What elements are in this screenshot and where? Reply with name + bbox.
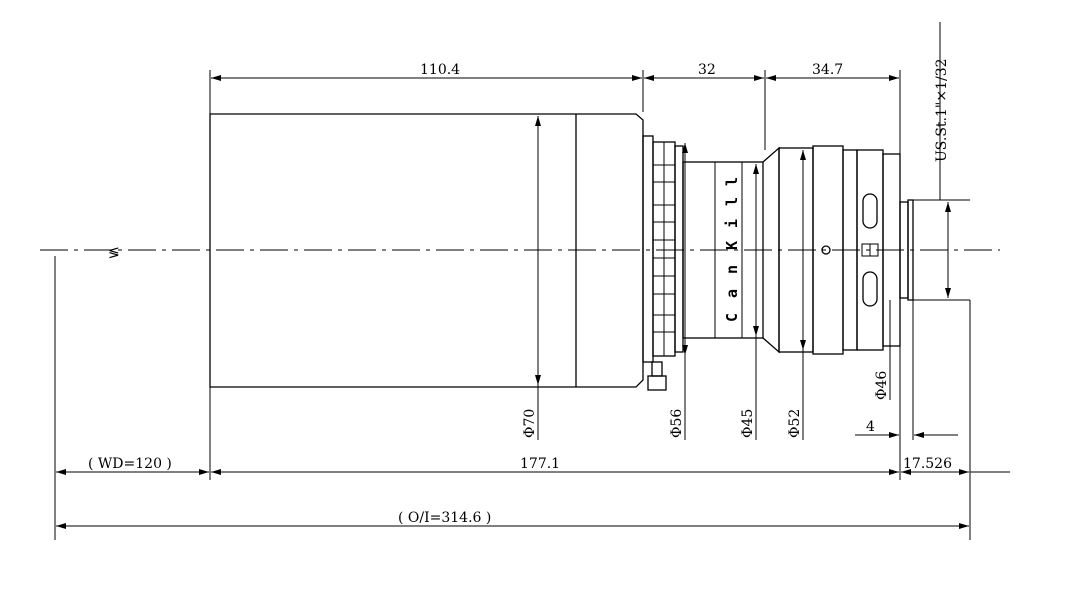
svg-text:110.4: 110.4 [420,62,460,78]
dim-object-to-image: ( O/I=314.6 ) [56,510,969,529]
front-section [842,149,970,351]
svg-text:Φ46: Φ46 [874,371,890,400]
dim-front-length: 34.7 [766,62,899,81]
svg-text:32: 32 [698,62,716,78]
dim-dia-70: Φ70 [522,116,541,440]
dim-working-distance: ( WD=120 ) [56,456,209,475]
dim-dia-52: Φ52 [787,150,806,440]
dim-thread: US.St.1"×1/32 [934,58,950,162]
svg-text:Φ52: Φ52 [787,409,803,438]
svg-text:Φ45: Φ45 [740,409,756,438]
brand-text: C a n K i l l [723,177,741,322]
svg-text:4: 4 [866,419,875,435]
svg-text:34.7: 34.7 [812,62,843,78]
extension-lines [54,22,971,540]
svg-text:l: l [723,177,741,186]
svg-text:C: C [723,313,741,322]
svg-text:Φ56: Φ56 [669,409,685,438]
break-symbol: ≶ [108,245,120,261]
dim-dia-46: Φ46 [874,202,951,400]
dim-flange-4: 4 [855,300,958,440]
dim-back-focal: 17.526 [901,456,1010,475]
dim-dia-45: Φ45 [740,164,759,440]
mount-coupler [642,135,684,391]
svg-text:177.1: 177.1 [520,456,560,472]
svg-text:i: i [723,219,741,228]
svg-text:17.526: 17.526 [903,456,952,472]
svg-text:Φ70: Φ70 [522,409,538,438]
svg-text:( WD=120 ): ( WD=120 ) [88,456,172,472]
dim-total-length: 177.1 [211,456,899,475]
svg-text:a: a [723,289,741,298]
svg-text:( O/I=314.6 ): ( O/I=314.6 ) [398,510,491,526]
svg-text:n: n [723,265,741,274]
dim-body-length: 110.4 [211,62,642,81]
dim-dia-56: Φ56 [669,143,688,440]
dim-mount-length: 32 [644,62,764,81]
svg-text:l: l [723,197,741,206]
svg-text:US.St.1"×1/32: US.St.1"×1/32 [934,58,950,162]
svg-text:K: K [723,241,741,250]
